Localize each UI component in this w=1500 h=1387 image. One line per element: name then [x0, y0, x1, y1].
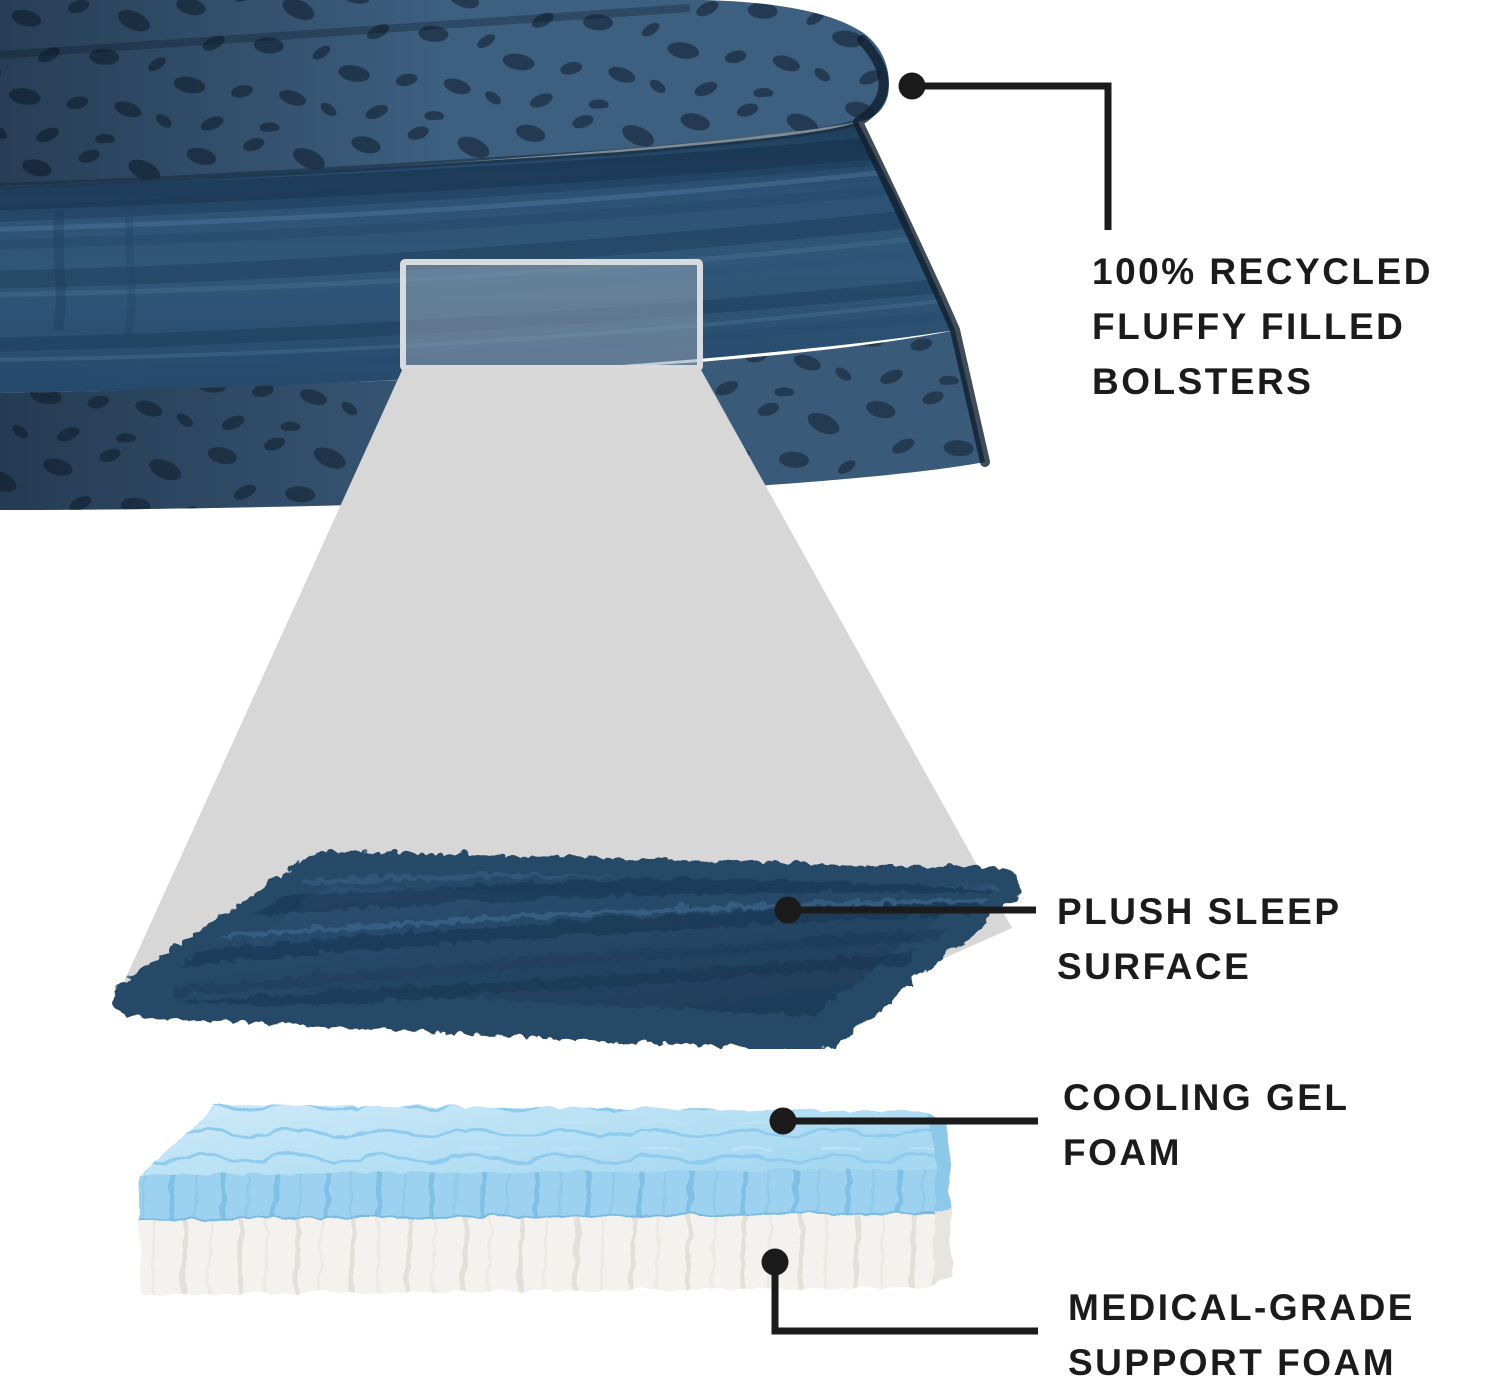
callout-line-bolsters: [912, 82, 1112, 230]
callout-label-line: SURFACE: [1057, 946, 1252, 987]
magnifier-cone: [118, 368, 1012, 1000]
callout-label-support-foam: MEDICAL-GRADE SUPPORT FOAM: [1068, 1280, 1415, 1387]
callout-dot-plush: [774, 896, 802, 924]
callout-label-plush-sleep-surface: PLUSH SLEEP SURFACE: [1057, 884, 1342, 994]
callout-label-line: BOLSTERS: [1092, 361, 1314, 402]
bed-right-edge: [853, 35, 990, 467]
callout-label-line: COOLING GEL: [1063, 1077, 1350, 1118]
zoom-highlight-rect: [400, 259, 703, 371]
plush-layer-texture: [139, 868, 1000, 1011]
foam-layers: [136, 1103, 951, 1293]
callout-label-line: 100% RECYCLED: [1092, 251, 1433, 292]
bolster-shadow: [0, 0, 889, 186]
bolster-base-seam: [0, 119, 860, 189]
callout-label-line: FLUFFY FILLED: [1092, 306, 1406, 347]
callout-dot-cooling: [769, 1107, 797, 1135]
bolster-seam: [0, 4, 691, 59]
callout-label-line: FOAM: [1063, 1132, 1182, 1173]
callout-label-line: PLUSH SLEEP: [1057, 891, 1342, 932]
cooling-gel-top-texture: [137, 1103, 935, 1173]
callout-label-line: MEDICAL-GRADE: [1068, 1287, 1415, 1328]
callout-label-line: SUPPORT FOAM: [1068, 1342, 1397, 1383]
plush-layer: [110, 848, 1018, 1050]
callouts: [761, 72, 1112, 1335]
callout-label-bolsters: 100% RECYCLED FLUFFY FILLED BOLSTERS: [1092, 244, 1433, 409]
cooling-gel-front-texture: [137, 1167, 935, 1219]
callout-label-cooling-gel-foam: COOLING GEL FOAM: [1063, 1070, 1350, 1180]
support-foam-texture: [137, 1212, 933, 1293]
callout-line-support: [771, 1262, 1038, 1335]
callout-dot-bolsters: [898, 72, 926, 100]
callout-dot-support: [761, 1248, 789, 1276]
